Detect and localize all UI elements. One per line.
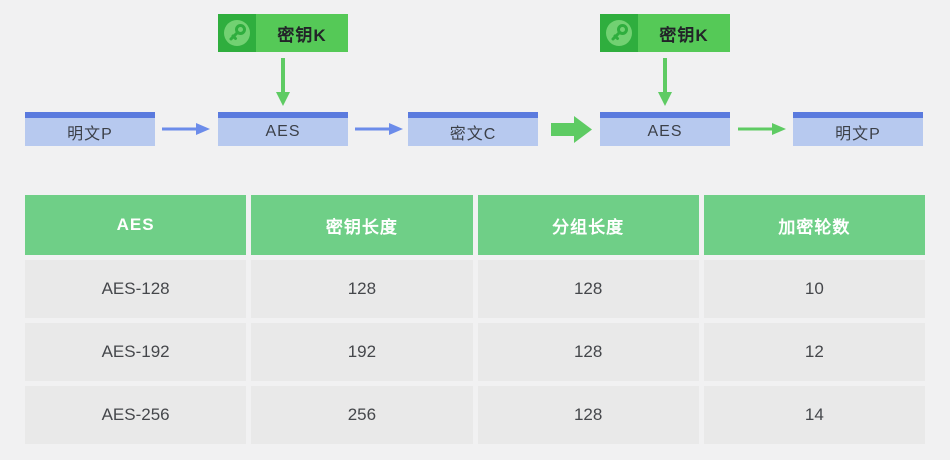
block-arrow-right-icon (551, 116, 592, 143)
key-label: 密钥K (659, 25, 709, 45)
flow-box-aes-encrypt: AES (218, 112, 348, 146)
table-header-aes: AES (25, 195, 247, 255)
table-cell: 128 (477, 386, 699, 444)
table-header-block-length: 分组长度 (477, 195, 699, 255)
flow-box-plaintext-out: 明文P (793, 112, 923, 146)
arrow-right-icon (738, 122, 786, 136)
table-cell: AES-128 (25, 260, 247, 318)
table-cell: 10 (703, 260, 925, 318)
table-cell: 128 (477, 260, 699, 318)
flow-box-plaintext-in: 明文P (25, 112, 155, 146)
arrow-down-icon (276, 58, 290, 106)
table-cell: 12 (703, 323, 925, 381)
key-box-2: 密钥K (600, 14, 730, 52)
table-header-key-length: 密钥长度 (251, 195, 473, 255)
key-icon (600, 14, 638, 52)
key-box-1: 密钥K (218, 14, 348, 52)
aes-table: AES 密钥长度 分组长度 加密轮数 AES-128 128 128 10 AE… (25, 195, 925, 444)
key-label: 密钥K (277, 25, 327, 45)
flow-box-ciphertext: 密文C (408, 112, 538, 146)
table-header-rounds: 加密轮数 (703, 195, 925, 255)
table-cell: AES-256 (25, 386, 247, 444)
arrow-right-icon (162, 122, 210, 136)
key-icon (218, 14, 256, 52)
arrow-right-icon (355, 122, 403, 136)
table-cell: 128 (477, 323, 699, 381)
flow-box-aes-decrypt: AES (600, 112, 730, 146)
table-cell: 192 (251, 323, 473, 381)
arrow-down-icon (658, 58, 672, 106)
table-cell: 14 (703, 386, 925, 444)
table-cell: 128 (251, 260, 473, 318)
table-cell: 256 (251, 386, 473, 444)
table-cell: AES-192 (25, 323, 247, 381)
